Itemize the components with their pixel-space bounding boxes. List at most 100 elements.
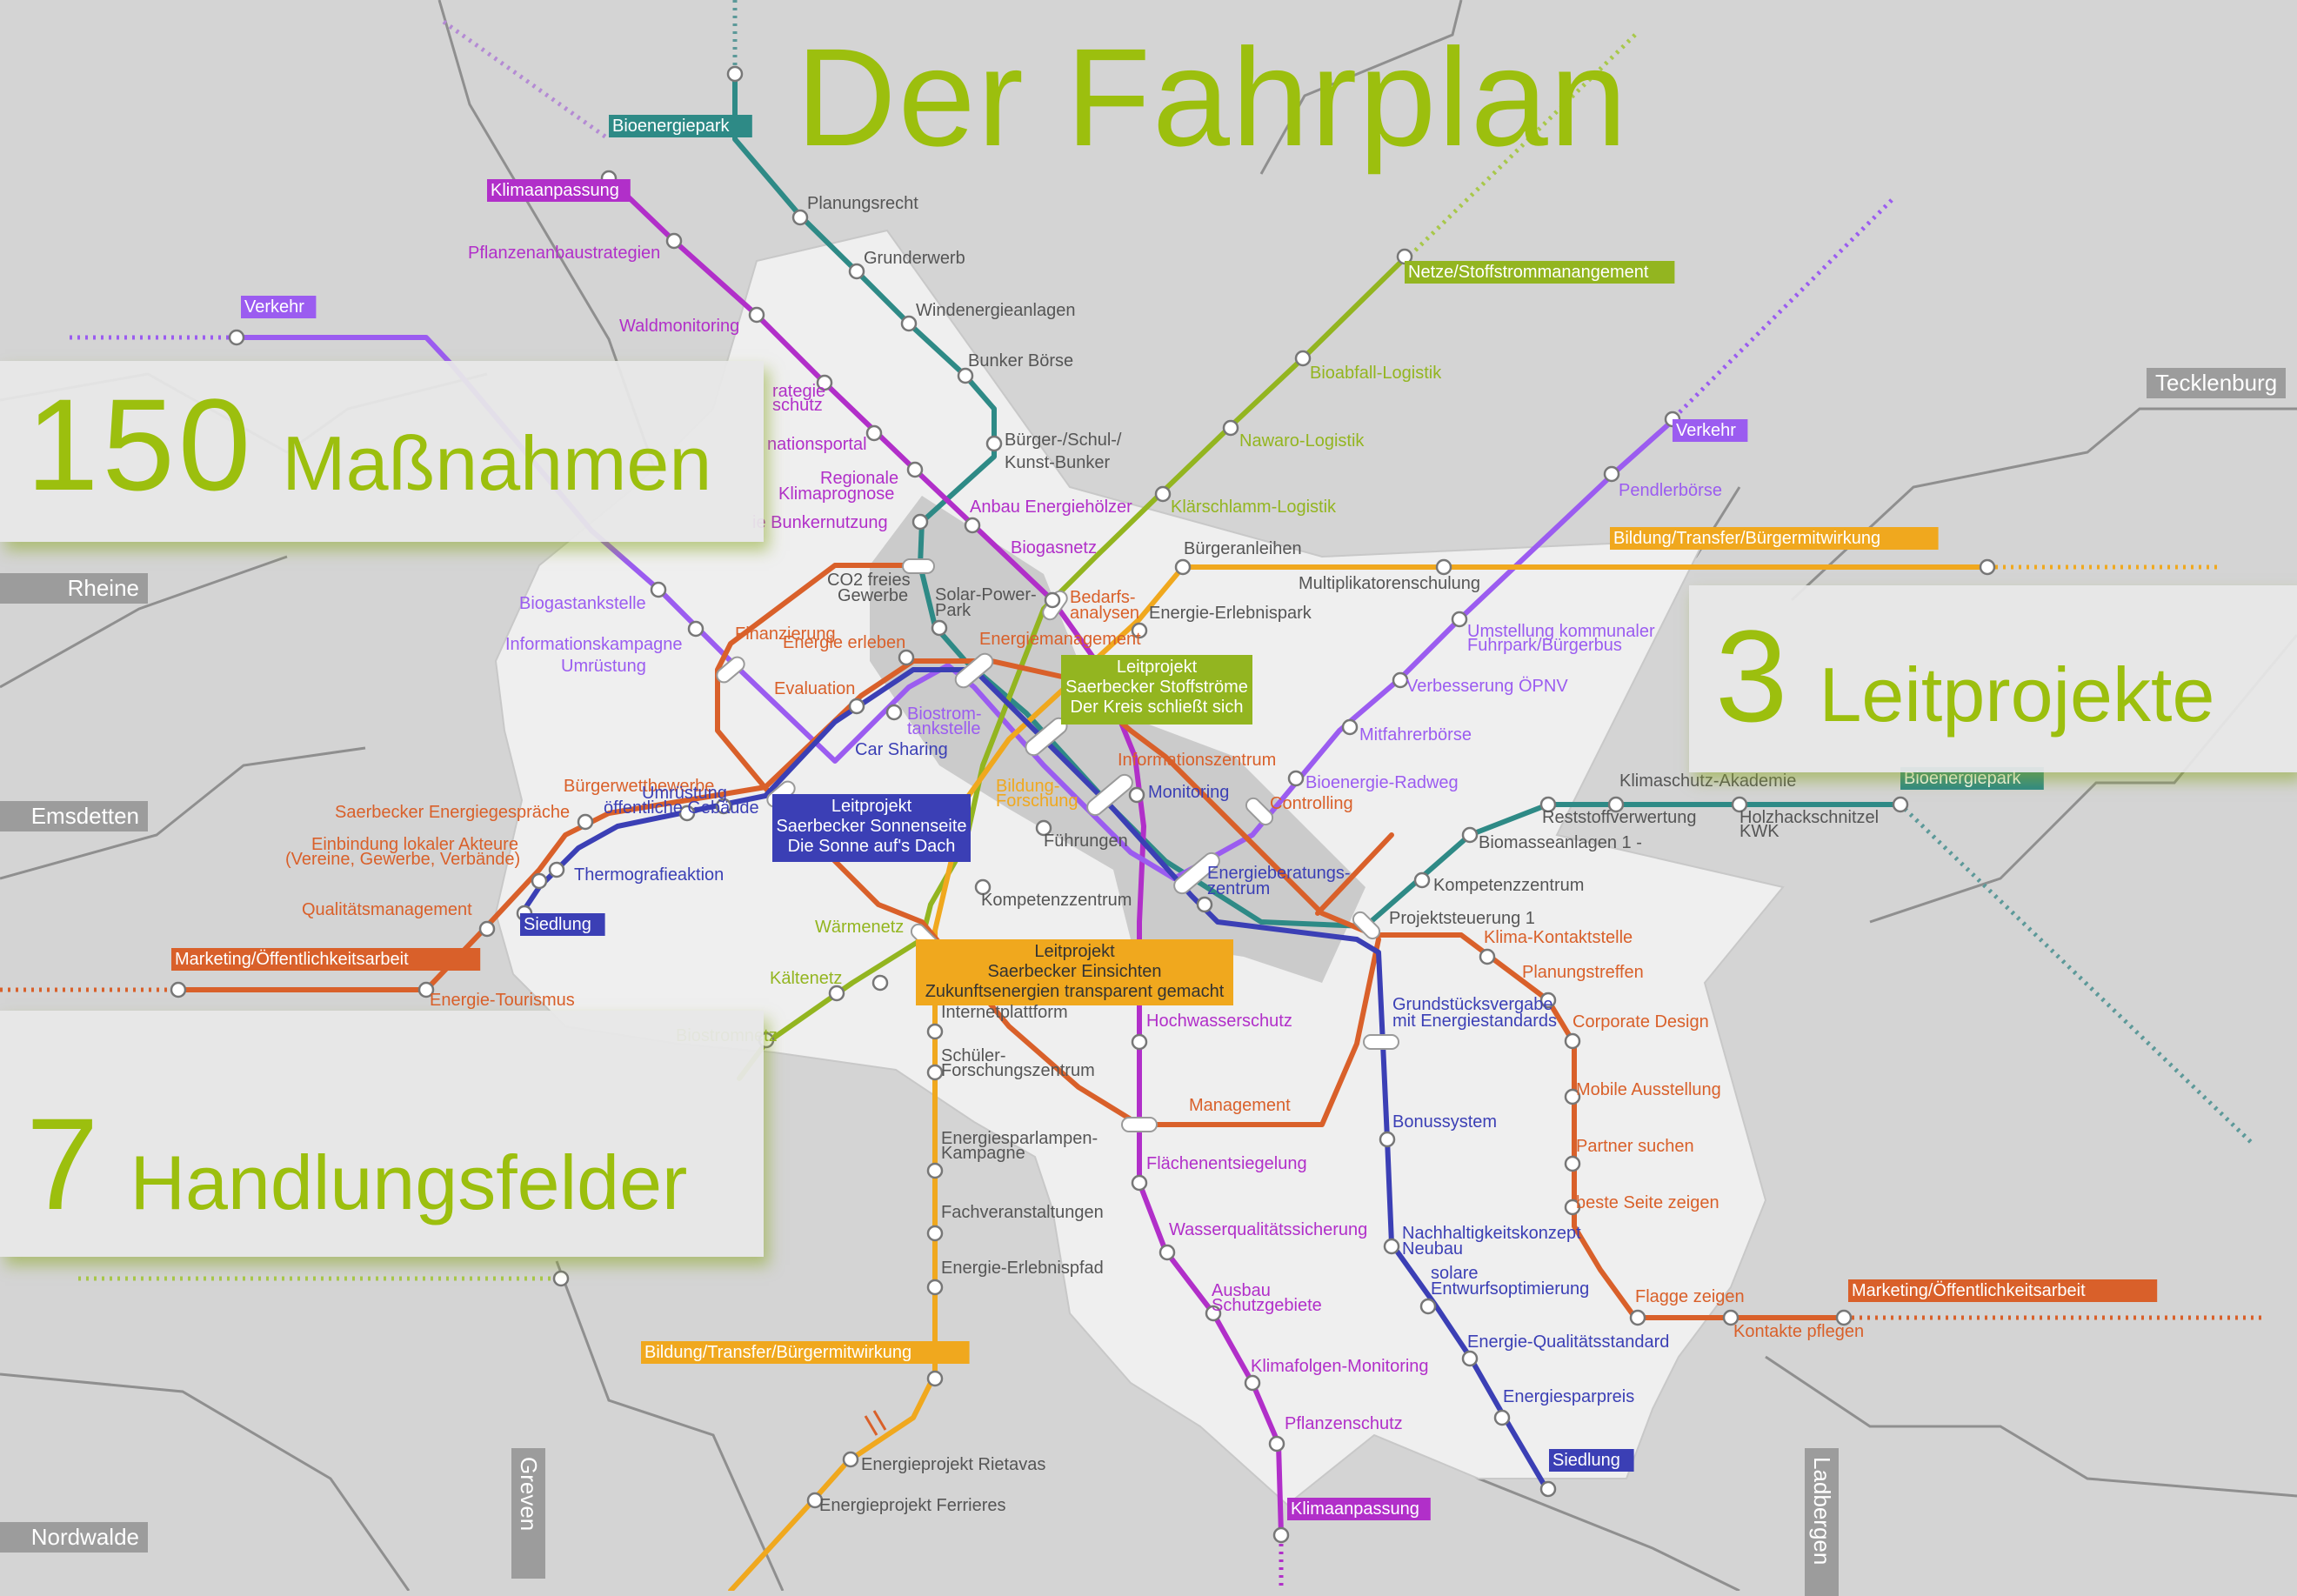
station-label: Bürger-/Schul-/	[1005, 431, 1122, 450]
station-label: Mitfahrerbörse	[1359, 725, 1472, 745]
handlungsfelder-number: 7	[26, 1091, 103, 1237]
station-label: Partner suchen	[1576, 1137, 1694, 1156]
line-tag[interactable]: Bildung/Transfer/Bürgermitwirkung	[644, 1343, 911, 1362]
line-tag[interactable]: Marketing/Öffentlichkeitsarbeit	[175, 950, 409, 969]
town-nordwalde: Nordwalde	[0, 1522, 148, 1553]
line-tag[interactable]: Verkehr	[244, 297, 304, 317]
lead-project-label[interactable]: Der Kreis schließt sich	[1071, 698, 1244, 717]
station-label: Saerbecker Energiegespräche	[335, 803, 570, 822]
station-label: Bunker Börse	[968, 351, 1073, 371]
station-label: Energieprojekt Rietavas	[861, 1455, 1045, 1474]
line-tag[interactable]: Klimaanpassung	[1291, 1499, 1419, 1519]
station-label: Umrüstung	[561, 657, 646, 676]
station-label: Flagge zeigen	[1635, 1287, 1745, 1306]
lead-project-label[interactable]: Leitprojekt	[831, 797, 912, 816]
station-label: tankstelle	[907, 719, 981, 738]
town-ladbergen: Ladbergen	[1805, 1448, 1839, 1596]
station-label: Anbau Energiehölzer	[970, 497, 1132, 517]
station-label: Forschung	[996, 791, 1078, 811]
lead-project-box	[772, 794, 971, 862]
station-label: öffentliche Gebäude	[604, 798, 759, 818]
station-label: Wärmenetz	[815, 918, 904, 937]
lead-project-label[interactable]: Zukunftsenergien transparent gemacht	[925, 982, 1225, 1001]
station-label: Flächenentsiegelung	[1146, 1154, 1307, 1173]
station-label: Umstellung kommunaler	[1467, 622, 1655, 641]
station-label: Schüler-	[941, 1046, 1005, 1065]
station-label: Car Sharing	[855, 740, 948, 759]
station-label: Umrüstung	[642, 784, 727, 803]
station-label: Klärschlamm-Logistik	[1171, 497, 1337, 517]
town-tecklenburg: Tecklenburg	[2147, 368, 2287, 398]
station-label: Kontakte pflegen	[1733, 1322, 1864, 1341]
line-tags: BioenergieparkKlimaanpassungVerkehrNetze…	[171, 115, 2158, 1520]
line-tag-bg	[1549, 1449, 1634, 1472]
line-tag-bg	[520, 913, 605, 936]
station-label: analysen	[1070, 604, 1139, 623]
station-label: Biomasseanlagen 1 -	[1479, 833, 1642, 852]
station-label: Energie-Qualitätsstandard	[1467, 1332, 1669, 1352]
station-label: Bonussystem	[1392, 1112, 1497, 1132]
station-label: Fachveranstaltungen	[941, 1203, 1104, 1222]
station-label: Park	[935, 601, 972, 620]
station-label: Grunderwerb	[864, 249, 965, 268]
station-label: Thermografieaktion	[574, 865, 724, 885]
station-label: Waldmonitoring	[619, 317, 739, 336]
line-tag[interactable]: Netze/Stoffstrommanangement	[1408, 263, 1649, 282]
station-label: Pflanzenschutz	[1285, 1414, 1403, 1433]
line-tag[interactable]: Bioenergiepark	[612, 117, 731, 136]
station-label: Corporate Design	[1573, 1012, 1709, 1032]
station-label: Nachhaltigkeitskonzept	[1402, 1224, 1581, 1243]
station-label: Energie erleben	[783, 633, 905, 652]
station-label: Reststoffverwertung	[1542, 808, 1697, 827]
line-tag-bg	[1848, 1279, 2158, 1302]
town-greven: Greven	[511, 1448, 545, 1579]
station-label: Energieprojekt Ferrieres	[819, 1496, 1006, 1515]
station-label: Qualitätsmanagement	[302, 900, 472, 919]
line-tag-bg	[1405, 261, 1675, 284]
massnahmen-number: 150	[26, 371, 255, 518]
line-tag[interactable]: Siedlung	[524, 915, 591, 934]
town-center-area	[870, 496, 1366, 983]
line-tag[interactable]: Bildung/Transfer/Bürgermitwirkung	[1613, 529, 1880, 548]
town-rheine: Rheine	[0, 573, 148, 604]
station-label: Energieberatungs-	[1207, 864, 1351, 883]
station-label: Verbesserung ÖPNV	[1406, 677, 1568, 696]
lead-project-label[interactable]: Die Sonne auf's Dach	[788, 837, 956, 856]
page-title: Der Fahrplan	[796, 19, 1629, 175]
lead-project-label[interactable]: Leitprojekt	[1117, 658, 1198, 677]
station-label: Bioenergie-Radweg	[1305, 773, 1459, 792]
station-label: Energie-Erlebnispark	[1149, 604, 1312, 623]
station-label: Grundstücksvergabe	[1392, 995, 1553, 1014]
line-tag[interactable]: Verkehr	[1676, 421, 1736, 440]
lead-project-box	[916, 939, 1233, 1005]
station-label: Informationskampagne	[505, 635, 682, 654]
station-label: Multiplikatorenschulung	[1299, 574, 1480, 593]
station-label: Planungsrecht	[807, 194, 918, 213]
lead-project-label[interactable]: Saerbecker Sonnenseite	[776, 817, 966, 836]
station-label: Biostrom-	[907, 705, 982, 724]
station-label: Pflanzenanbaustrategien	[468, 244, 660, 263]
line-tag[interactable]: Klimaanpassung	[491, 181, 619, 200]
station-label: Regionale	[820, 469, 898, 488]
line-tag-bg	[609, 115, 752, 137]
line-tag[interactable]: Marketing/Öffentlichkeitsarbeit	[1852, 1281, 2086, 1300]
lead-project-label[interactable]: Leitprojekt	[1034, 942, 1115, 961]
station-label: Klima-Kontaktstelle	[1484, 928, 1633, 947]
line-tag-bg	[171, 948, 481, 971]
cut-mark	[864, 1410, 887, 1436]
station-label: Klimaschutz-Akademie	[1619, 771, 1796, 791]
station-label: Evaluation	[774, 679, 855, 698]
station-label: nationsportal	[767, 435, 867, 454]
lead-project-label[interactable]: Saerbecker Einsichten	[987, 962, 1161, 981]
station-label: Bildung-	[996, 777, 1059, 796]
leitprojekte-number: 3	[1715, 603, 1792, 749]
lead-project-label[interactable]: Saerbecker Stoffströme	[1065, 678, 1248, 697]
line-tag[interactable]: Bioenergiepark	[1904, 769, 2022, 788]
line-tag[interactable]: Siedlung	[1552, 1451, 1620, 1470]
station-label: Schutzgebiete	[1212, 1296, 1322, 1315]
line-tag-bg	[241, 296, 317, 318]
